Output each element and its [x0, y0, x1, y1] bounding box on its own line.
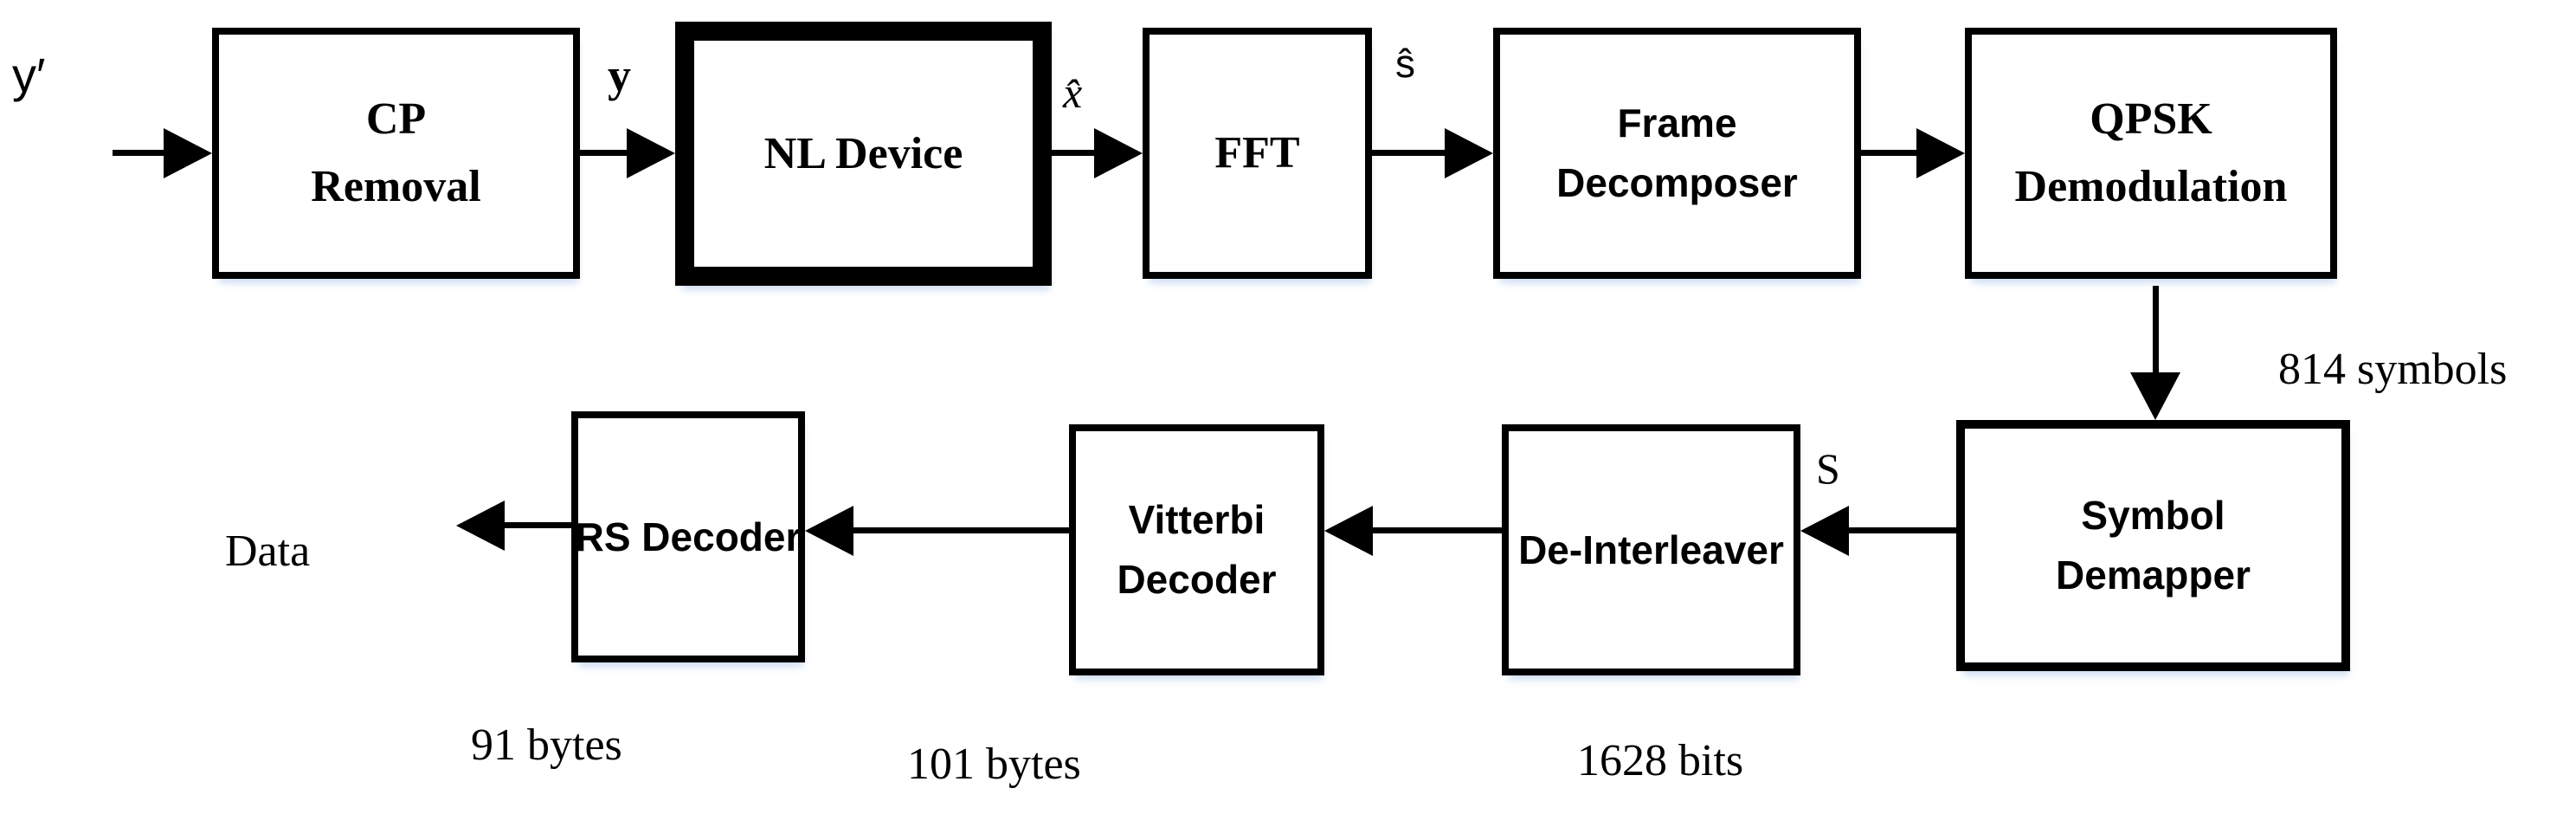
label-signal-y: y: [608, 49, 631, 101]
arrow-shaft: [580, 150, 628, 156]
label-signal-s: S: [1816, 444, 1840, 493]
block-rs-decoder: RS Decoder: [571, 411, 805, 662]
block-nl-device: NL Device: [675, 22, 1052, 286]
block-label-de-interleaver: De-Interleaver: [1518, 527, 1784, 572]
block-de-interleaver: De-Interleaver: [1502, 424, 1800, 675]
block-fft: FFT: [1143, 28, 1372, 279]
arrow-shaft: [1369, 527, 1502, 533]
arrow-shaft: [1372, 150, 1446, 156]
arrow-shaft: [1845, 527, 1956, 533]
arrowhead-left-icon: [456, 501, 505, 551]
block-label-vitterbi-decoder: Vitterbi Decoder: [1117, 497, 1277, 602]
block-label-rs-decoder: RS Decoder: [575, 514, 802, 559]
arrow-shaft: [1861, 150, 1917, 156]
label-91-bytes: 91 bytes: [471, 720, 622, 770]
arrow-shaft: [1052, 150, 1095, 156]
arrowhead-left-icon: [1324, 506, 1373, 556]
label-data-output: Data: [225, 527, 311, 576]
arrow-shaft: [2153, 286, 2159, 374]
block-label-fft: FFT: [1214, 128, 1300, 178]
arrowhead-left-icon: [1800, 506, 1849, 556]
label-1628-bits: 1628 bits: [1577, 736, 1744, 785]
block-label-cp-removal: CP Removal: [311, 94, 481, 211]
label-814-symbols: 814 symbols: [2278, 345, 2508, 394]
block-label-qpsk-demodulation: QPSK Demodulation: [2014, 94, 2288, 211]
block-symbol-demapper: Symbol Demapper: [1956, 420, 2350, 671]
arrowhead-right-icon: [164, 128, 212, 178]
label-101-bytes: 101 bytes: [907, 740, 1081, 789]
arrowhead-right-icon: [627, 128, 675, 178]
arrowhead-left-icon: [805, 506, 853, 556]
label-signal-x-hat: x̂: [1063, 68, 1083, 117]
block-label-frame-decomposer: Frame Decomposer: [1556, 100, 1798, 205]
block-qpsk-demodulation: QPSK Demodulation: [1965, 28, 2337, 279]
arrowhead-right-icon: [1094, 128, 1143, 178]
block-label-nl-device: NL Device: [763, 128, 963, 178]
arrow-shaft: [113, 150, 169, 156]
block-frame-decomposer: Frame Decomposer: [1493, 28, 1861, 279]
arrowhead-down-icon: [2130, 372, 2180, 420]
arrow-shaft: [850, 527, 1069, 533]
label-signal-s-hat: ŝ: [1395, 41, 1415, 86]
block-cp-removal: CP Removal: [212, 28, 580, 279]
block-vitterbi-decoder: Vitterbi Decoder: [1069, 424, 1324, 675]
block-label-symbol-demapper: Symbol Demapper: [2056, 493, 2251, 598]
arrowhead-right-icon: [1445, 128, 1493, 178]
arrowhead-right-icon: [1916, 128, 1965, 178]
label-input-signal: y′: [12, 48, 46, 102]
arrow-shaft: [501, 522, 571, 528]
